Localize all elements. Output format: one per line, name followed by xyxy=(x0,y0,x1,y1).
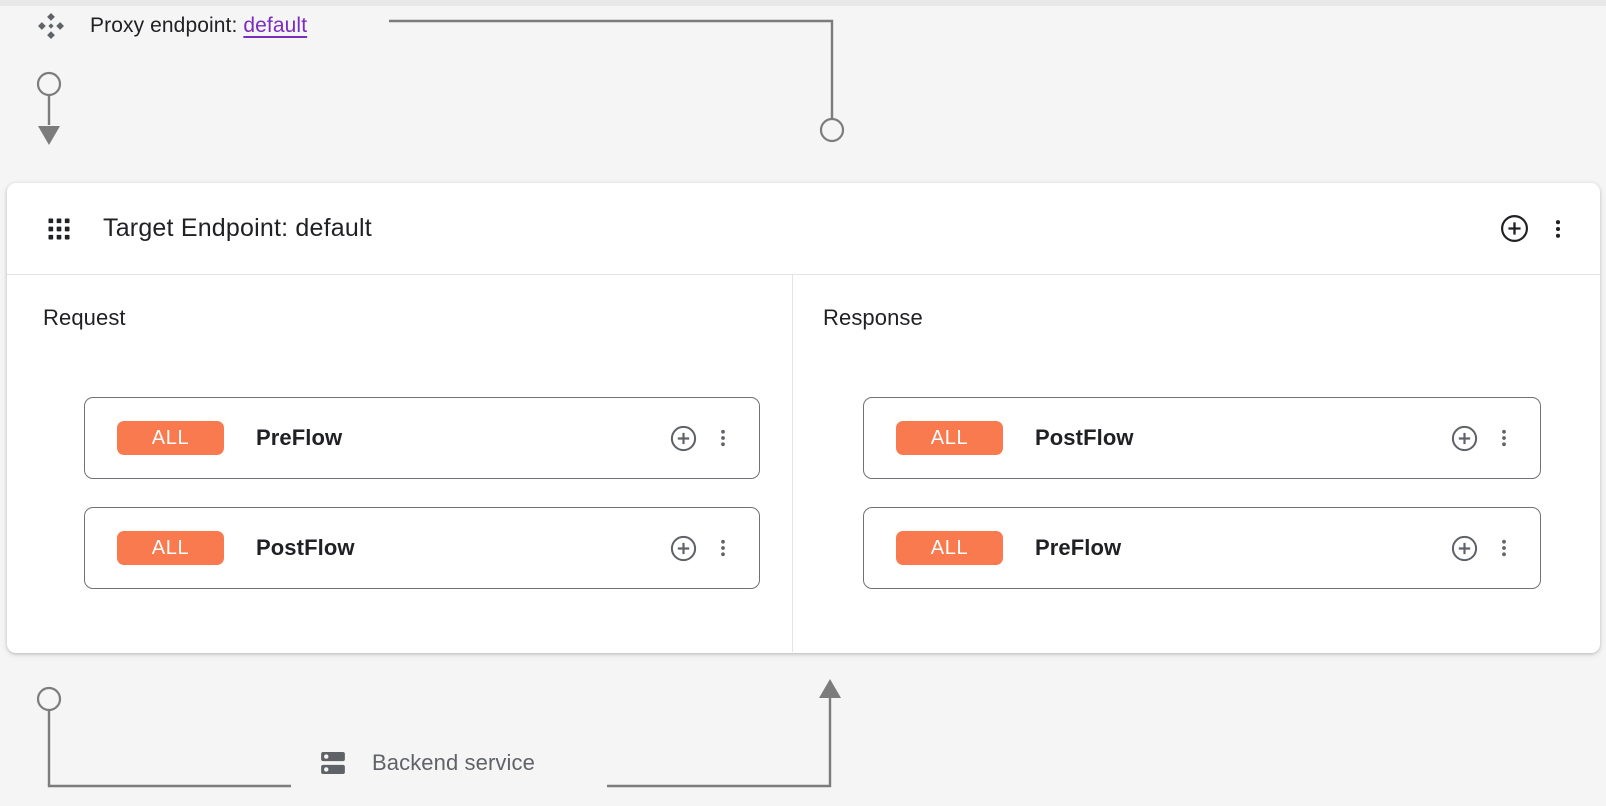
flow-card-actions xyxy=(661,526,741,570)
request-column: Request ALL PreFlow xyxy=(7,275,792,652)
response-column-heading: Response xyxy=(823,305,923,330)
response-card-list: ALL PostFlow xyxy=(863,397,1541,617)
flow-card-response-preflow[interactable]: ALL PreFlow xyxy=(863,507,1541,589)
flow-card-label: PreFlow xyxy=(256,425,343,450)
diamond-arrows-icon xyxy=(38,13,64,39)
connector-target-to-backend xyxy=(47,711,291,788)
proxy-endpoint-row: Proxy endpoint: default xyxy=(36,6,307,46)
flow-card-response-postflow[interactable]: ALL PostFlow xyxy=(863,397,1541,479)
status-badge: ALL xyxy=(896,531,1003,565)
target-endpoint-panel: Target Endpoint: default xyxy=(7,183,1600,653)
connector-node-proxy-target xyxy=(819,117,845,143)
flow-card-actions xyxy=(661,416,741,460)
more-vert-icon[interactable] xyxy=(705,526,741,570)
flow-card-request-postflow[interactable]: ALL PostFlow xyxy=(84,507,760,589)
add-circle-icon[interactable] xyxy=(661,526,705,570)
connector-node-request-top xyxy=(36,71,62,97)
flow-card-label: PostFlow xyxy=(256,535,355,560)
backend-service-node[interactable]: Backend service xyxy=(318,748,535,778)
status-badge: ALL xyxy=(117,421,224,455)
more-vert-icon[interactable] xyxy=(1486,526,1522,570)
arrowhead-request-entry xyxy=(38,126,60,145)
connector-proxy-to-target xyxy=(389,19,834,120)
request-column-heading: Request xyxy=(43,305,126,330)
request-card-list: ALL PreFlow xyxy=(84,397,760,617)
add-circle-icon[interactable] xyxy=(1490,205,1538,253)
top-divider-strip xyxy=(0,0,1606,6)
flow-columns: Request ALL PreFlow xyxy=(7,275,1600,652)
flow-card-request-preflow[interactable]: ALL PreFlow xyxy=(84,397,760,479)
proxy-endpoint-prefix: Proxy endpoint: xyxy=(90,14,238,37)
add-circle-icon[interactable] xyxy=(1442,526,1486,570)
add-circle-icon[interactable] xyxy=(661,416,705,460)
target-endpoint-header: Target Endpoint: default xyxy=(7,183,1600,275)
flow-card-actions xyxy=(1442,416,1522,460)
connector-node-target-exit xyxy=(36,686,62,712)
server-icon xyxy=(321,752,345,774)
proxy-endpoint-link[interactable]: default xyxy=(243,14,308,37)
backend-service-label: Backend service xyxy=(372,750,535,775)
flow-card-label: PostFlow xyxy=(1035,425,1134,450)
flow-card-label: PreFlow xyxy=(1035,535,1122,560)
apps-grid-icon[interactable] xyxy=(45,215,73,243)
proxy-endpoint-label: Proxy endpoint: default xyxy=(90,14,307,38)
panel-header-actions xyxy=(1490,205,1600,253)
panel-title: Target Endpoint: default xyxy=(103,214,372,242)
status-badge: ALL xyxy=(117,531,224,565)
flow-card-actions xyxy=(1442,526,1522,570)
add-circle-icon[interactable] xyxy=(1442,416,1486,460)
response-column: Response ALL PostFlow xyxy=(792,275,1600,652)
more-vert-icon[interactable] xyxy=(1538,205,1578,253)
more-vert-icon[interactable] xyxy=(1486,416,1522,460)
connector-backend-to-response xyxy=(607,697,832,788)
arrowhead-backend-up xyxy=(819,679,841,698)
status-badge: ALL xyxy=(896,421,1003,455)
more-vert-icon[interactable] xyxy=(705,416,741,460)
